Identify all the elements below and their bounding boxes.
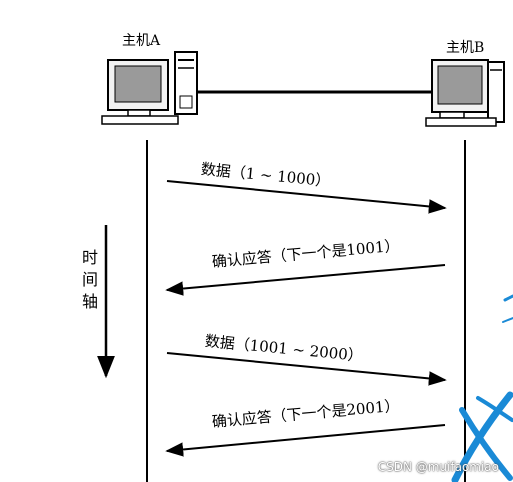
- watermark: CSDN @muifaomiao: [377, 460, 499, 474]
- time-axis-char-1: 时: [82, 248, 99, 267]
- message-arrow-4: [165, 424, 446, 457]
- message-arrow-1: [166, 180, 447, 214]
- host-a-label: 主机A: [122, 33, 161, 49]
- host-b-label: 主机B: [446, 40, 485, 56]
- time-axis-char-2: 间: [82, 270, 99, 289]
- decorative-scribble: [451, 294, 513, 482]
- message-arrow-3: [166, 352, 447, 386]
- computer-icon: [101, 51, 198, 125]
- time-axis-char-3: 轴: [82, 292, 99, 311]
- computer-icon: [425, 59, 505, 127]
- message-arrow-2: [165, 264, 446, 296]
